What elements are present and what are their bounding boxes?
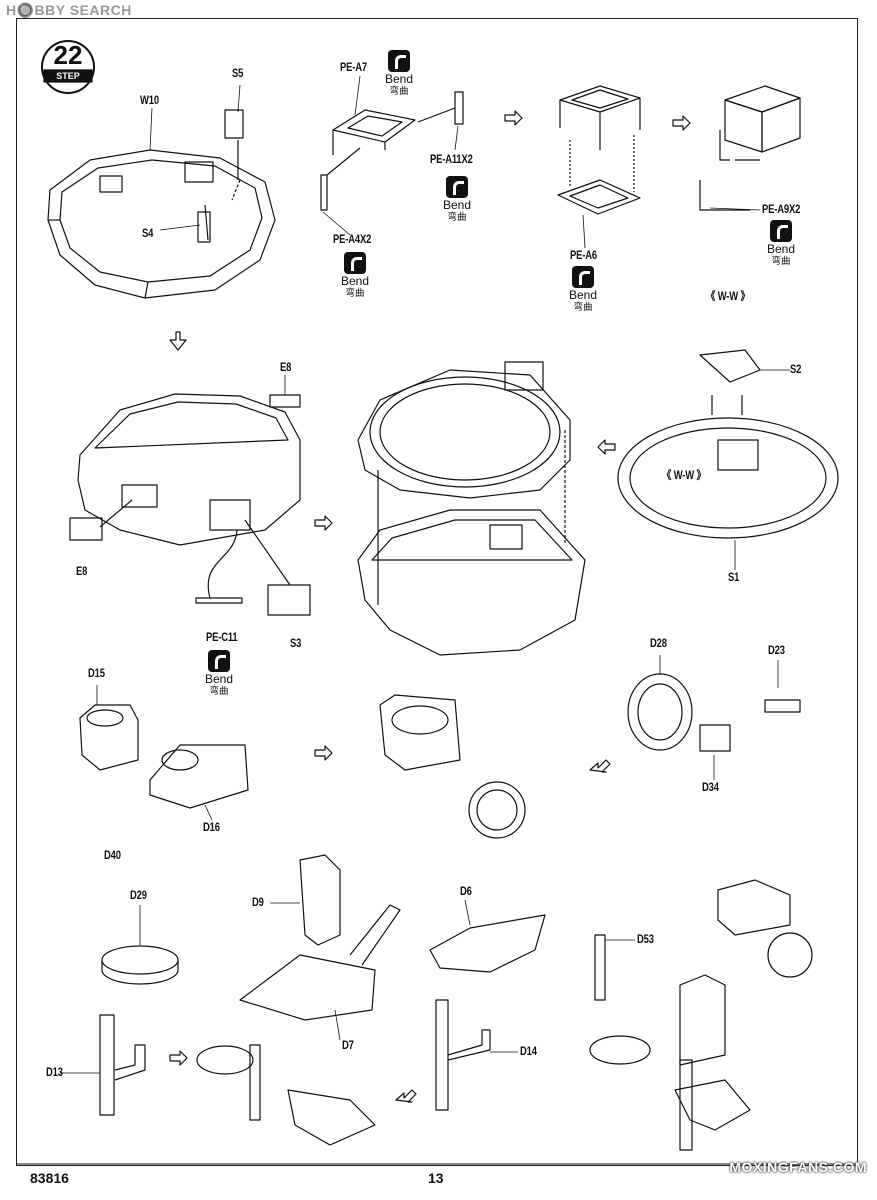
bend-label-cn: 弯曲 xyxy=(447,212,467,223)
leader-lines xyxy=(60,75,790,1074)
turret-e8-drawing xyxy=(69,393,311,616)
label-w-w-1: 《 W-W 》 xyxy=(706,291,750,303)
label-s5: S5 xyxy=(232,68,244,80)
label-pe-a7: PE-A7 xyxy=(340,62,367,74)
label-w10: W10 xyxy=(140,95,159,107)
label-pe-a11x2: PE-A11X2 xyxy=(430,154,473,166)
label-e8-top: E8 xyxy=(280,362,292,374)
bend-callout-pe-a9: Bend 弯曲 xyxy=(756,220,806,267)
label-pe-a6: PE-A6 xyxy=(570,250,597,262)
bend-icon xyxy=(572,266,594,288)
bend-icon xyxy=(344,252,366,274)
product-code: 83816 xyxy=(30,1170,69,1186)
step-label: STEP xyxy=(56,71,80,81)
label-s1: S1 xyxy=(728,572,740,584)
bend-label: Bend xyxy=(340,274,370,288)
label-d29: D29 xyxy=(130,890,147,902)
bend-label: Bend xyxy=(568,288,598,302)
label-d23: D23 xyxy=(768,645,785,657)
bend-icon xyxy=(770,220,792,242)
step-badge xyxy=(41,40,95,94)
label-s2: S2 xyxy=(790,364,802,376)
seat-base-drawing xyxy=(379,694,526,839)
label-pe-c11: PE-C11 xyxy=(206,632,238,644)
label-d53: D53 xyxy=(637,934,654,946)
step-number: 22 xyxy=(53,40,83,70)
bend-label-cn: 弯曲 xyxy=(389,86,409,97)
bend-label-cn: 弯曲 xyxy=(209,686,229,697)
d6-d14-drawing xyxy=(429,914,546,1111)
label-d40: D40 xyxy=(104,850,121,862)
label-d9: D9 xyxy=(252,897,264,909)
bend-callout-pe-a11: Bend 弯曲 xyxy=(432,176,482,223)
d29-d13-drawing xyxy=(99,945,179,1116)
label-pe-a4x2: PE-A4X2 xyxy=(333,234,372,246)
label-d14: D14 xyxy=(520,1046,537,1058)
watermark-bottom: MOXINGFANS.COM xyxy=(729,1159,867,1175)
flow-arrows xyxy=(169,110,691,1103)
pe-a7-drawing xyxy=(320,91,464,211)
label-d28: D28 xyxy=(650,638,667,650)
bend-label-cn: 弯曲 xyxy=(771,256,791,267)
bend-callout-pe-a6: Bend 弯曲 xyxy=(558,266,608,313)
w-w-drawing xyxy=(699,85,801,211)
cupola-assembly-drawing xyxy=(357,361,586,656)
s1-ring-drawing xyxy=(617,349,839,539)
bend-icon xyxy=(446,176,468,198)
d9-d7-drawing xyxy=(196,854,401,1146)
bend-label-cn: 弯曲 xyxy=(573,302,593,313)
bend-icon xyxy=(208,650,230,672)
label-d16: D16 xyxy=(203,822,220,834)
label-d7: D7 xyxy=(342,1040,354,1052)
watermark-top: H🔘BBY SEARCH xyxy=(6,2,132,18)
bend-label: Bend xyxy=(442,198,472,212)
label-d15: D15 xyxy=(88,668,105,680)
pe-a6-drawing xyxy=(557,85,641,215)
label-s4: S4 xyxy=(142,228,154,240)
w10-hull-drawing xyxy=(47,109,276,299)
d28-wheel-drawing xyxy=(627,673,801,752)
bend-callout-pe-a7: Bend 弯曲 xyxy=(374,50,424,97)
label-d6: D6 xyxy=(460,886,472,898)
bend-callout-pe-c11: Bend 弯曲 xyxy=(194,650,244,697)
page-number: 13 xyxy=(428,1170,444,1186)
bend-label: Bend xyxy=(204,672,234,686)
bend-icon xyxy=(388,50,410,72)
bend-label: Bend xyxy=(384,72,414,86)
label-pe-a9x2: PE-A9X2 xyxy=(762,204,801,216)
label-s3: S3 xyxy=(290,638,302,650)
label-d34: D34 xyxy=(702,782,719,794)
label-e8-left: E8 xyxy=(76,566,88,578)
label-w-w-2: 《 W-W 》 xyxy=(662,470,706,482)
bend-callout-pe-a4: Bend 弯曲 xyxy=(330,252,380,299)
d15-d16-drawing xyxy=(79,704,249,809)
page-frame xyxy=(16,18,858,1166)
d53-assembly-drawing xyxy=(589,879,813,1151)
bend-label: Bend xyxy=(766,242,796,256)
label-d13: D13 xyxy=(46,1067,63,1079)
bend-label-cn: 弯曲 xyxy=(345,288,365,299)
